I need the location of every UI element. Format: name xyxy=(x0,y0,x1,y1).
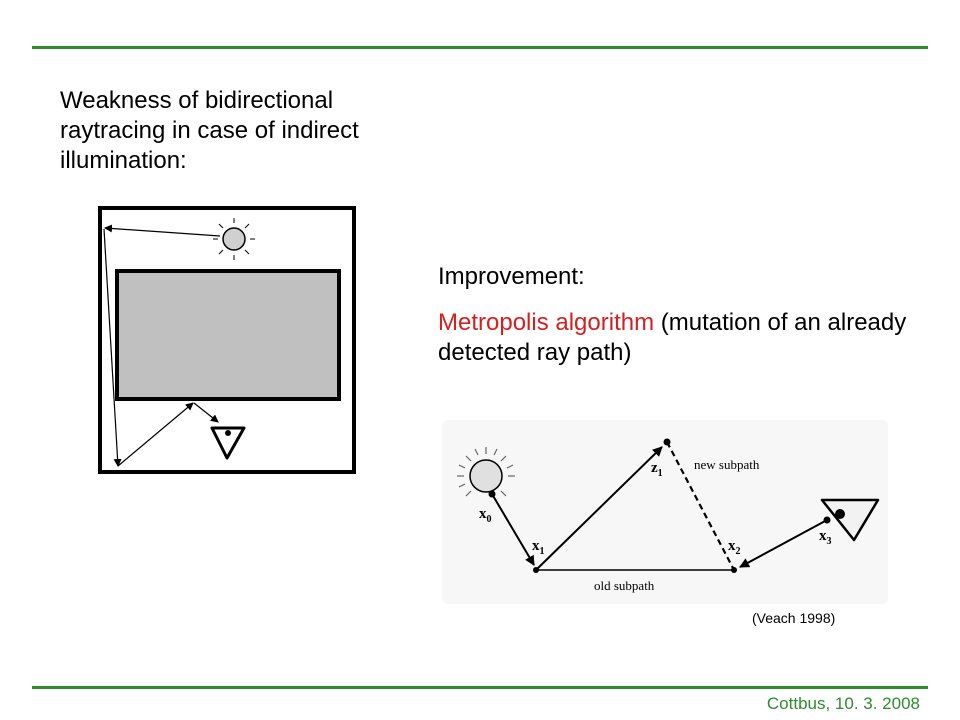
room-diagram xyxy=(98,206,356,474)
label-z1: z1 xyxy=(651,460,663,479)
metropolis-description: (mutation of an already detected ray pat… xyxy=(438,309,907,366)
label-x3: x3 xyxy=(819,528,832,547)
path-mutation-diagram: x0 x1 z1 x2 x3 new subpath old subpath xyxy=(442,420,888,604)
label-x0: x0 xyxy=(479,506,492,525)
bottom-divider xyxy=(32,686,928,689)
eye-icon xyxy=(820,498,880,542)
slide-heading: Weakness of bidirectional raytracing in … xyxy=(60,87,359,174)
citation: (Veach 1998) xyxy=(752,610,836,626)
light-source-icon xyxy=(457,447,515,497)
label-x2: x2 xyxy=(728,538,741,557)
metropolis-highlight: Metropolis algorithm xyxy=(438,309,655,336)
improvement-text: Metropolis algorithm (mutation of an alr… xyxy=(438,308,908,368)
ray-paths xyxy=(491,441,828,571)
occluder-box xyxy=(115,269,341,401)
light-paths xyxy=(103,224,221,467)
path-vertices xyxy=(488,438,831,573)
figure-background xyxy=(442,420,888,604)
old-subpath-label: old subpath xyxy=(594,578,655,593)
eye-icon xyxy=(210,426,246,460)
light-source-icon xyxy=(213,218,255,260)
improvement-block: Improvement: Metropolis algorithm (mutat… xyxy=(438,262,908,368)
new-subpath-label: new subpath xyxy=(694,457,760,472)
top-divider xyxy=(32,46,928,49)
improvement-label: Improvement: xyxy=(438,263,585,290)
footer-date: Cottbus, 10. 3. 2008 xyxy=(766,694,920,713)
label-x1: x1 xyxy=(532,538,545,557)
